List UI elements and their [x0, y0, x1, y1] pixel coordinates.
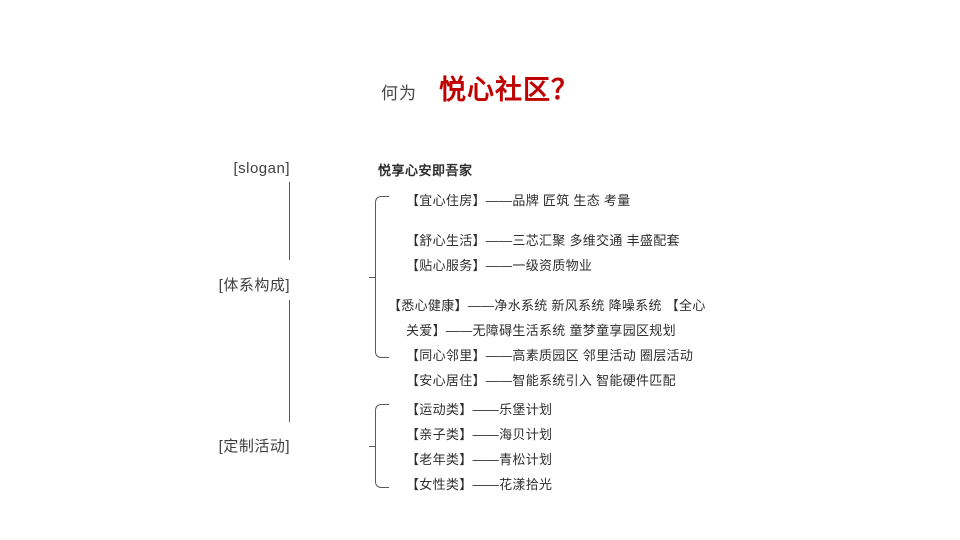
list-item: 【舒心生活】——三芯汇聚 多维交通 丰盛配套: [406, 233, 680, 248]
list-item: 【老年类】——青松计划: [406, 452, 553, 467]
list-item: 【亲子类】——海贝计划: [406, 427, 553, 442]
spine-connector-upper: [289, 182, 290, 260]
branch-label-system: [体系构成]: [218, 277, 290, 294]
list-item: 【悉心健康】——净水系统 新风系统 降噪系统 【全心关爱】——无障碍生活系统 童…: [388, 298, 706, 338]
list-item: 【女性类】——花漾拾光: [406, 477, 553, 492]
branch-label-events: [定制活动]: [218, 438, 290, 455]
list-item: 【同心邻里】——高素质园区 邻里活动 圈层活动: [406, 348, 694, 363]
list-item: 【宜心住房】——品牌 匠筑 生态 考量: [406, 193, 631, 208]
events-item-list: 【运动类】——乐堡计划 【亲子类】——海贝计划 【老年类】——青松计划 【女性类…: [406, 397, 666, 497]
page-title-highlight: 悦心社区？: [439, 75, 579, 105]
spine-connector-lower: [289, 300, 290, 422]
list-item: 【贴心服务】——一级资质物业: [406, 258, 593, 273]
brace-events-icon: [369, 404, 389, 488]
system-item-list: 【宜心住房】——品牌 匠筑 生态 考量 【舒心生活】——三芯汇聚 多维交通 丰盛…: [388, 188, 706, 393]
list-item: 【安心居住】——智能系统引入 智能硬件匹配: [406, 373, 676, 388]
slogan-text: 悦享心安即吾家: [378, 163, 473, 178]
brace-system-icon: [369, 196, 389, 358]
page-title-prefix: 何为: [381, 84, 417, 103]
page-title: 何为 悦心社区？: [0, 68, 960, 107]
branch-label-slogan: [slogan]: [233, 160, 290, 177]
list-item: 【运动类】——乐堡计划: [406, 402, 553, 417]
